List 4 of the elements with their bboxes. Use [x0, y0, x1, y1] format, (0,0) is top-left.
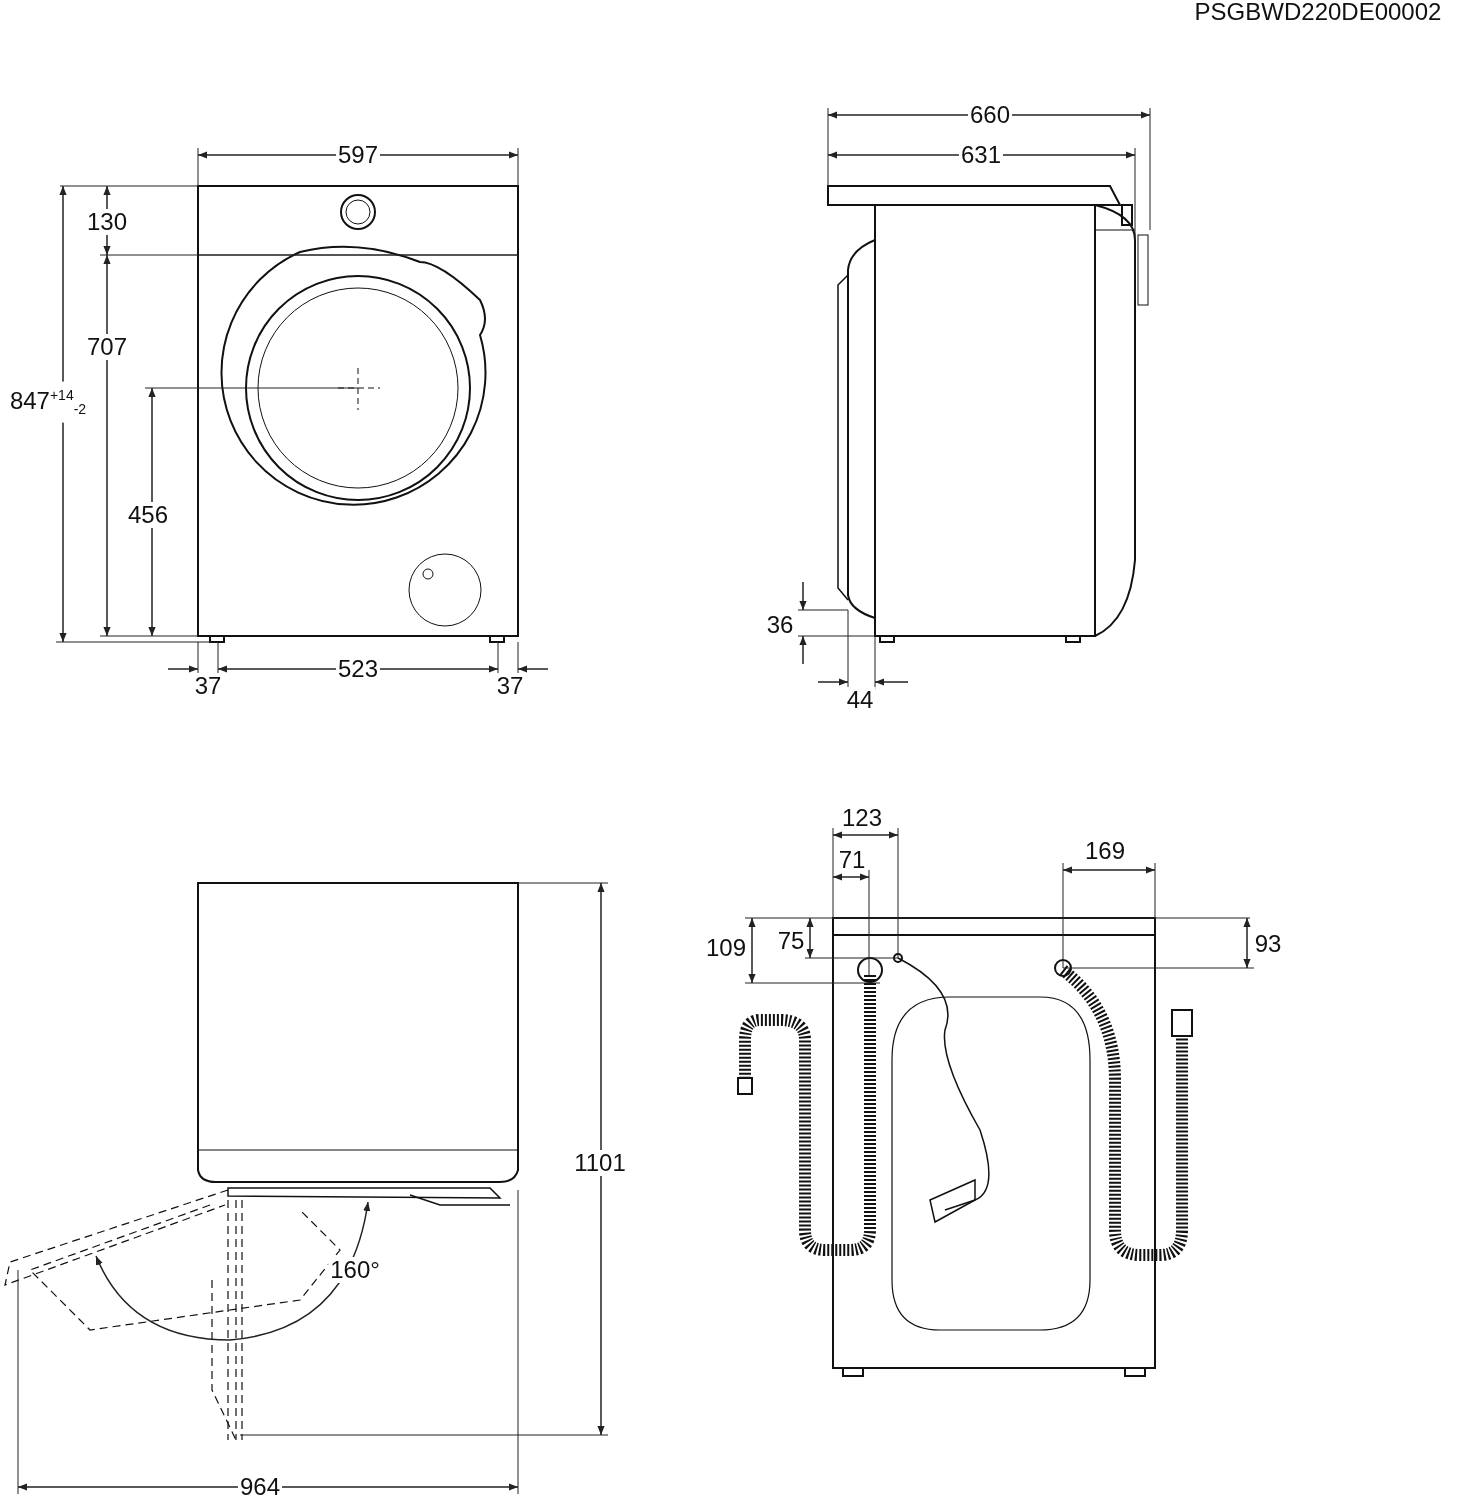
dimension-label: 456 [126, 502, 170, 528]
angle-label: 160° [328, 1257, 382, 1283]
dimension-label: 707 [85, 334, 129, 360]
dimension-label: 130 [85, 209, 129, 235]
